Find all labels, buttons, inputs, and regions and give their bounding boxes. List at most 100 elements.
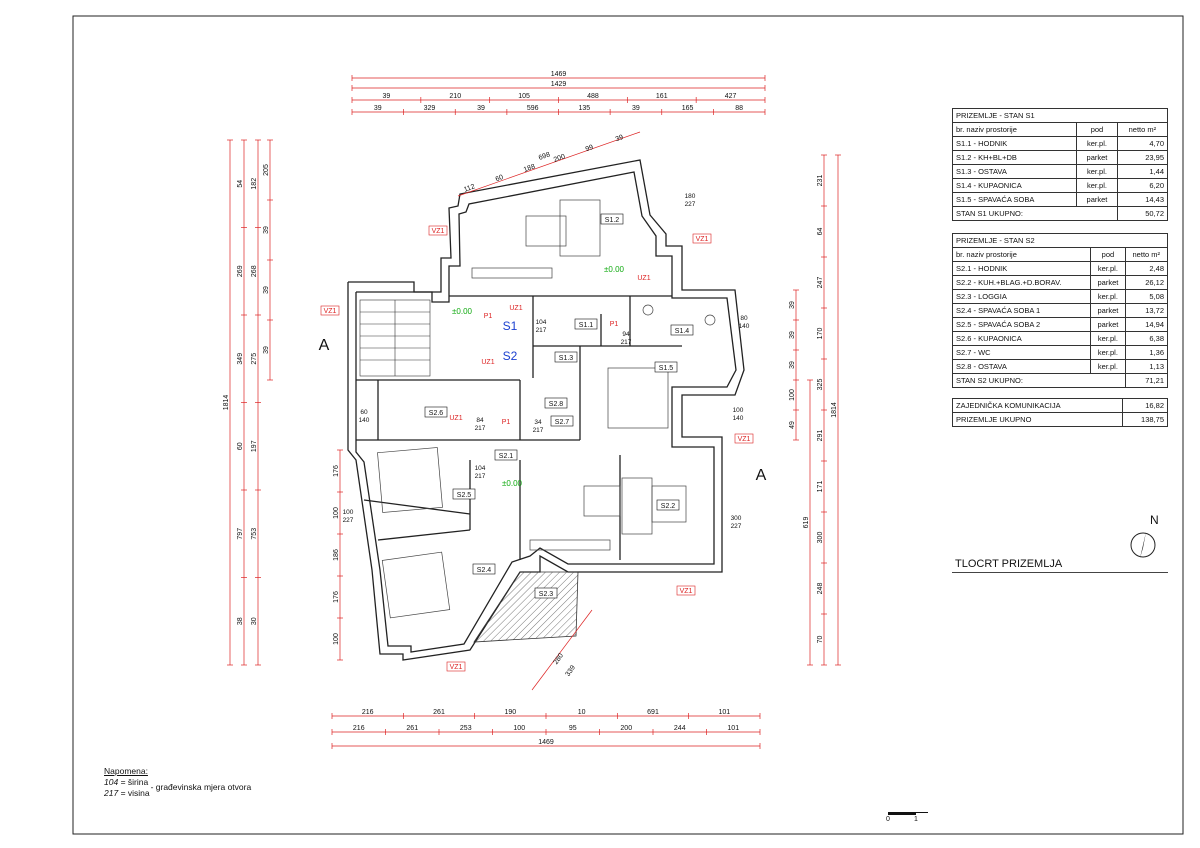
dim-right-2-label: 291 [817,430,824,442]
furniture [377,199,716,619]
total-value: 50,72 [1116,206,1169,221]
dim-diag-left-label: 100 [333,507,340,519]
dim-left-3-label: 30 [251,617,258,625]
room-tag-box [424,406,448,418]
room-floor: parket [1090,317,1126,332]
room-name: S2.3 - LOGGIA [951,289,1092,304]
north-circle [1130,532,1156,558]
room-tag-box [574,318,598,330]
p-tag-label: P1 [502,419,511,426]
room-tag-box [534,587,558,599]
col-area: netto m² [1124,247,1169,262]
dim-bottom-1-label: 216 [362,709,374,716]
dim-bottom-2-label: 244 [674,725,686,732]
opening-size: 60 [360,409,368,416]
dim-diag-left-label: 186 [333,549,340,561]
dim-left-4-label: 39 [263,226,270,234]
room-area: 13,72 [1124,303,1169,318]
window-tag-box [320,305,340,316]
summary-name: ZAJEDNIČKA KOMUNIKACIJA [952,398,1123,413]
dim-diag-label: 280 [553,652,565,666]
bed-s2-4 [381,551,451,619]
wall-outer-upper [347,159,745,661]
opening-size: 140 [733,415,744,422]
opening-size: 217 [536,327,547,334]
dim-left-3-label: 182 [251,178,258,190]
dim-right-3-label: 619 [803,517,810,529]
scale-zero: 0 [886,816,890,823]
window-tag-label: VZ1 [738,436,751,443]
room-floor: parket [1090,303,1126,318]
opening-size: 104 [536,319,547,326]
opening-size: 100 [343,509,354,516]
dim-bottom-2-label: 95 [569,725,577,732]
sofa-s2 [621,477,653,535]
room-floor: parket [1076,150,1118,165]
window-tag-box [446,661,466,672]
room-tag-label: S2.1 [499,453,514,460]
note-height-label: = visina [120,788,150,798]
room-area: 14,94 [1124,317,1169,332]
room-area: 23,95 [1116,150,1169,165]
room-tag-box [544,397,568,409]
col-area: netto m² [1116,122,1169,137]
dim-diag-left-label: 176 [333,591,340,603]
room-floor: ker.pl. [1076,178,1118,193]
dim-top-3-label: 488 [587,93,599,100]
dim-bottom-2-label: 253 [460,725,472,732]
room-tag-label: S2.6 [429,410,444,417]
room-tag-box [600,213,624,225]
dim-right-2-label: 325 [817,379,824,391]
dim-left-2-label: 60 [237,442,244,450]
opening-size: 34 [534,419,542,426]
opening-size: 217 [475,425,486,432]
dim-diag-label: 112 [463,183,476,193]
window-tag-box [428,225,448,236]
room-area: 5,08 [1124,289,1169,304]
dim-left-2-label: 269 [237,265,244,277]
dim-left-1-label: 1814 [223,395,230,411]
dim-top-4-label: 88 [735,105,743,112]
col-floor: pod [1090,247,1126,262]
dim-right-4-label: 39 [789,301,796,309]
room-floor: ker.pl. [1076,136,1118,151]
room-area: 2,48 [1124,261,1169,276]
room-name: S2.5 - SPAVAĆA SOBA 2 [951,317,1092,332]
dim-left-3-label: 268 [251,265,258,277]
room-tag-label: S2.3 [539,591,554,598]
room-area: 4,70 [1116,136,1169,151]
dim-top-4-label: 165 [682,105,694,112]
room-area: 14,43 [1116,192,1169,207]
room-tag-box [452,488,476,500]
dim-right-2-label: 300 [817,532,824,544]
note-width-line: 104 = širina - građevinska mjera otvora [104,777,251,792]
window-tag-box [734,433,754,444]
table-s1-title: PRIZEMLJE - STAN S1 [952,108,1168,123]
total-label: STAN S2 UKUPNO: [952,373,1126,388]
wall-inner-upper [355,171,737,653]
room-tag-label: S1.3 [559,355,574,362]
dim-top-4-label: 39 [374,105,382,112]
room-tag-box [550,415,574,427]
dim-bottom-1-label: 10 [578,709,586,716]
dim-top-4-label: 135 [578,105,590,112]
dim-right-2-label: 247 [817,277,824,289]
dim-diag-label: 339 [565,664,577,678]
room-tag-label: S2.4 [477,567,492,574]
table-total-row: STAN S1 UKUPNO:50,72 [952,206,1169,221]
p-tag-label: P1 [484,313,493,320]
note-height-value: 217 [104,788,119,798]
table-stan-s1: PRIZEMLJE - STAN S1 br. naziv prostorije… [951,108,1169,221]
note-height-line: 217 = visina [104,788,251,799]
opening-size: 227 [343,517,354,524]
dim-top-1-label: 1469 [551,71,567,78]
summary-area: 16,82 [1121,398,1168,413]
room-tag-box [670,324,694,336]
